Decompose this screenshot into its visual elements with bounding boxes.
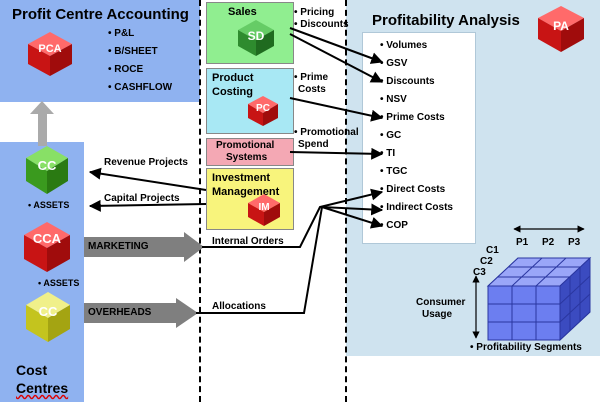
customer-label-c1: C1 xyxy=(486,245,499,256)
dashed-separator-left xyxy=(199,0,201,402)
cca-cube-icon: CCA xyxy=(22,220,72,274)
flow-label-capital-projects: Capital Projects xyxy=(104,193,180,204)
customer-label-c2: C2 xyxy=(480,256,493,267)
consumer-usage-label-line2: Usage xyxy=(422,309,453,320)
consumer-usage-label-line1: Consumer xyxy=(416,297,466,308)
arrow-sales-to-discounts xyxy=(289,33,384,83)
pca-item: • B/SHEET xyxy=(108,46,158,57)
pa-cube-icon: PA xyxy=(536,4,586,54)
investment-management-title-line1: Investment xyxy=(212,172,271,184)
product-costing-title-line1: Product xyxy=(212,72,254,84)
arrow-sales-to-gsv xyxy=(289,27,384,64)
period-label-p2: P2 xyxy=(542,237,555,248)
pa-title: Profitability Analysis xyxy=(372,12,520,29)
pa-value-field: • GSV xyxy=(380,58,408,69)
overheads-label: OVERHEADS xyxy=(88,307,152,318)
im-cube-icon: IM xyxy=(246,192,282,228)
arrow-allocations xyxy=(196,203,384,314)
flow-label-discounts: • Discounts xyxy=(294,19,349,30)
marketing-block-arrow xyxy=(84,232,204,262)
pa-value-field: • GC xyxy=(380,130,402,141)
pa-value-field: • COP xyxy=(380,220,408,231)
pa-value-field-box xyxy=(362,32,476,244)
product-costing-title-line2: Costing xyxy=(212,86,253,98)
sales-title: Sales xyxy=(228,6,257,18)
pa-value-field: • Volumes xyxy=(380,40,428,51)
flow-label-prime-costs-line1: • Prime xyxy=(294,72,329,83)
pa-value-field: • Discounts xyxy=(380,76,435,87)
flow-label-revenue-projects: Revenue Projects xyxy=(104,157,188,168)
profitability-cube xyxy=(486,256,592,342)
pca-item: • P&L xyxy=(108,28,135,39)
flow-label-promotional-spend-line2: Spend xyxy=(298,139,329,150)
flow-label-allocations: Allocations xyxy=(212,301,266,312)
promotional-systems-title-line2: Systems xyxy=(226,152,268,163)
pa-value-field: • Indirect Costs xyxy=(380,202,453,213)
im-cube-label: IM xyxy=(258,202,270,213)
cost-centres-title: Cost xyxy=(16,362,48,378)
pa-value-field: • Direct Costs xyxy=(380,184,446,195)
arrow-promo-to-ti xyxy=(289,147,384,160)
cc-to-pca-arrow xyxy=(30,101,54,146)
pca-item: • ROCE xyxy=(108,64,144,75)
pa-value-field: • TI xyxy=(380,148,396,159)
sd-cube-label: SD xyxy=(247,29,265,43)
pca-title: Profit Centre Accounting xyxy=(12,6,189,23)
cc-cube-label: CC xyxy=(37,158,57,173)
sd-cube-icon: SD xyxy=(236,18,276,58)
arrow-pc-to-prime-costs xyxy=(289,97,384,122)
period-label-p3: P3 xyxy=(568,237,581,248)
arrow-to-cop xyxy=(321,206,384,229)
period-label-p1: P1 xyxy=(516,237,529,248)
pc-cube-icon: PC xyxy=(246,94,280,128)
pca-item: • CASHFLOW xyxy=(108,82,173,93)
cc-overheads-cube-label: CC xyxy=(38,304,58,319)
pca-cube-label: PCA xyxy=(38,43,62,55)
flow-label-promotional-spend-line1: • Promotional xyxy=(294,127,359,138)
promotional-systems-box xyxy=(206,138,294,166)
pc-cube-label: PC xyxy=(256,103,270,114)
cca-assets-label: • ASSETS xyxy=(38,278,80,288)
pa-value-field: • NSV xyxy=(380,94,407,105)
cc-cube-icon: CC xyxy=(24,144,70,196)
pca-cube-icon: PCA xyxy=(26,30,74,78)
promotional-systems-title-line1: Promotional xyxy=(216,140,275,151)
arrow-internal-orders xyxy=(202,188,384,248)
profitability-segments-label: • Profitability Segments xyxy=(470,342,582,353)
arrow-im-to-cca-capital xyxy=(88,199,207,212)
cc-assets-label: • ASSETS xyxy=(28,200,70,210)
pa-value-field: • Prime Costs xyxy=(380,112,445,123)
flow-label-prime-costs-line2: Costs xyxy=(298,84,326,95)
cca-cube-label: CCA xyxy=(32,231,62,246)
overheads-block-arrow xyxy=(84,298,198,328)
marketing-label: MARKETING xyxy=(88,241,149,252)
flow-arrows xyxy=(88,27,585,339)
cc-overheads-cube-icon: CC xyxy=(24,290,72,344)
investment-management-box xyxy=(206,168,294,230)
pa-cube-label: PA xyxy=(553,19,569,33)
product-costing-box xyxy=(206,68,294,134)
flow-label-internal-orders: Internal Orders xyxy=(212,236,284,247)
pa-value-field: • TGC xyxy=(380,166,408,177)
customer-label-c3: C3 xyxy=(473,267,486,278)
cost-centres-title-line2: Centres xyxy=(16,380,69,396)
arrow-im-to-cc-revenue xyxy=(88,167,207,191)
flow-label-pricing: • Pricing xyxy=(294,7,335,18)
